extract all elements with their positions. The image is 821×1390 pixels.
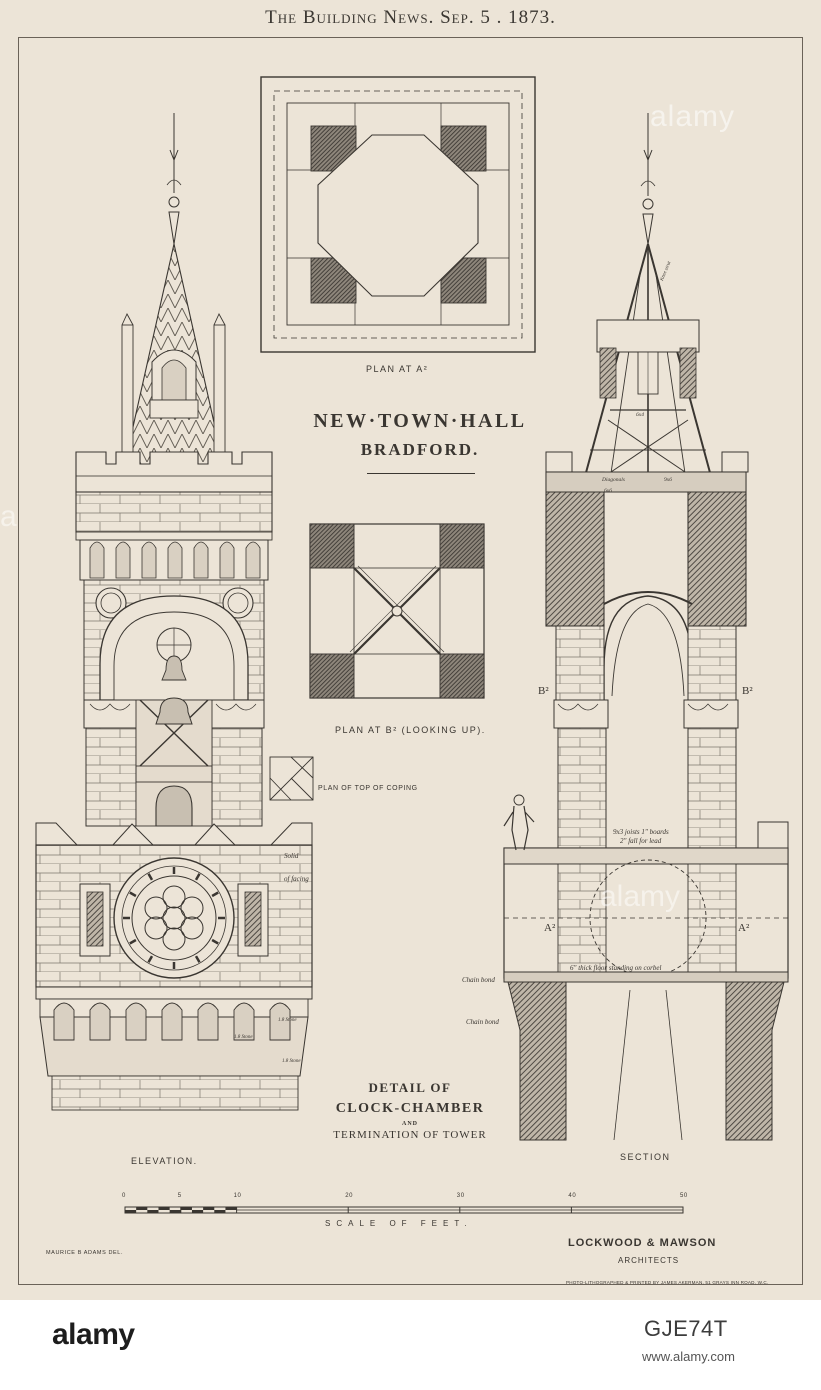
annotation-floor: 6" thick floor standing on corbel xyxy=(570,964,662,972)
stock-logo: alamy xyxy=(52,1318,135,1351)
annotation-chain-bond-2: Chain bond xyxy=(466,1018,499,1026)
annotation-6x4: 6x4 xyxy=(636,412,644,418)
scale-bar-division xyxy=(125,1210,137,1213)
annotation-chain-bond-1: Chain bond xyxy=(462,976,495,984)
scale-bar-division xyxy=(169,1210,181,1213)
watermark: a xyxy=(0,500,17,533)
plan-b2-caption: PLAN AT B² (LOOKING UP). xyxy=(335,725,486,735)
annotation-stone-1: 1.8 Stone xyxy=(278,1018,297,1023)
section-label-b2-left: B² xyxy=(538,685,549,697)
scale-bar xyxy=(124,1206,684,1214)
scale-bar-division xyxy=(147,1210,159,1213)
scale-bar-division xyxy=(136,1207,148,1210)
scale-caption: SCALE OF FEET. xyxy=(325,1219,473,1228)
plan-top-of-coping xyxy=(269,756,314,801)
scale-bar-division xyxy=(214,1210,226,1213)
section-label-a2-left: A² xyxy=(544,922,556,934)
annotation-9x6: 9x6 xyxy=(664,477,672,483)
annotation-6x6: 6x6 xyxy=(604,488,612,494)
scale-bar-division xyxy=(191,1210,204,1213)
drawing-sheet: The Building News. Sep. 5 . 1873. xyxy=(0,0,821,1300)
detail-title-line4: TERMINATION OF TOWER xyxy=(333,1129,487,1141)
section-drawing xyxy=(503,113,789,1141)
annotation-facing: of facing xyxy=(284,875,309,883)
section-label-a2-right: A² xyxy=(738,922,750,934)
elevation-lower-arcade xyxy=(53,1002,291,1041)
scale-tick-label: 50 xyxy=(680,1193,688,1199)
annotation-stone-3: 1.8 Stone xyxy=(282,1059,301,1064)
architectural-drawing xyxy=(35,76,789,1214)
section-label-b2-right: B² xyxy=(742,685,753,697)
scale-tick-label: 10 xyxy=(233,1193,242,1199)
elevation-arcade xyxy=(89,541,261,579)
elevation-columns xyxy=(83,697,265,827)
title-underline xyxy=(367,473,475,474)
elevation-caption: ELEVATION. xyxy=(131,1156,198,1166)
detail-title-line2: CLOCK-CHAMBER xyxy=(335,1101,485,1116)
plan-at-b2 xyxy=(309,523,485,699)
scale-tick-label: 20 xyxy=(345,1193,354,1199)
plan-coping-caption: PLAN OF TOP OF COPING xyxy=(318,785,418,792)
printer-credit: PHOTO-LITHOGRAPHED & PRINTED BY JAMES AK… xyxy=(566,1280,769,1285)
scale-tick-label: 0 xyxy=(122,1193,126,1199)
scale-tick-label: 30 xyxy=(456,1193,465,1199)
plan-a2-caption: PLAN AT A² xyxy=(366,364,429,374)
plan-at-a2 xyxy=(260,76,536,353)
project-location: BRADFORD. xyxy=(360,440,480,459)
watermark: alamy xyxy=(600,880,681,913)
sheet-border xyxy=(18,37,803,1285)
detail-title-line1: DETAIL OF xyxy=(368,1080,452,1095)
annotation-solid: Solid xyxy=(284,852,299,860)
architects-name: LOCKWOOD & MAWSON xyxy=(568,1237,717,1249)
scale-bar-division xyxy=(225,1207,237,1210)
detail-title-line3: AND xyxy=(402,1121,418,1127)
clock-hour-marks xyxy=(123,867,225,969)
stock-url: www.alamy.com xyxy=(642,1349,735,1364)
watermark: alamy xyxy=(650,100,736,133)
scale-tick-label: 40 xyxy=(568,1193,577,1199)
draughtsman-credit: MAURICE B ADAMS DEL. xyxy=(46,1250,124,1256)
scale-tick-label: 5 xyxy=(177,1193,182,1199)
annotation-diagonals: Diagonals xyxy=(602,477,625,483)
project-title: NEW·TOWN·HALL xyxy=(313,410,527,432)
annotation-joists-fall: 2" fall for lead xyxy=(620,837,662,845)
scale-bar-division xyxy=(203,1207,215,1210)
masthead-title: The Building News. Sep. 5 . 1873. xyxy=(265,7,556,28)
annotation-joists: 9x3 joists 1" boards xyxy=(613,828,669,836)
stock-footer xyxy=(0,1300,821,1390)
scale-bar-division xyxy=(158,1207,170,1210)
section-caption: SECTION xyxy=(620,1152,671,1162)
stock-image-id: GJE74T xyxy=(644,1316,728,1341)
annotation-stone-2: 1.8 Stone xyxy=(234,1035,253,1040)
architects-role: ARCHITECTS xyxy=(618,1256,680,1265)
elevation-belfry xyxy=(83,579,265,701)
scale-bar-division xyxy=(180,1207,192,1210)
elevation-drawing xyxy=(75,113,273,581)
